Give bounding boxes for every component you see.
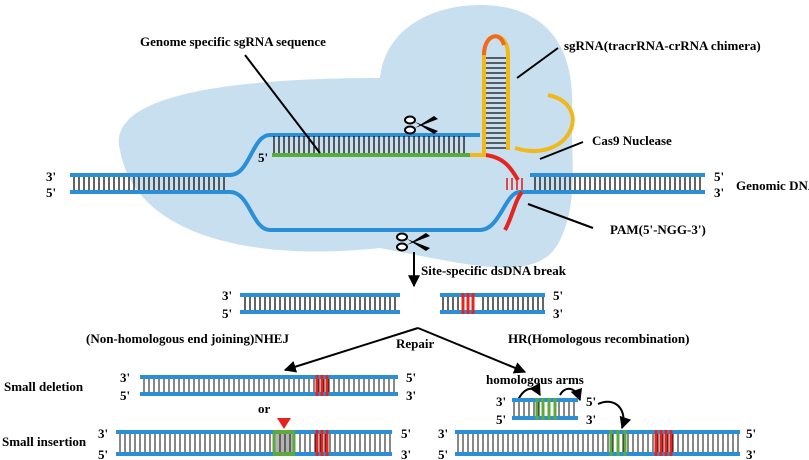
ins-left-end-5: 5'	[98, 447, 108, 460]
ins-left-end-3: 3'	[98, 426, 108, 441]
hr-right-end-3: 3'	[746, 447, 756, 460]
ins-right-end-3: 3'	[401, 447, 411, 460]
top-right-end-5: 5'	[714, 169, 724, 184]
scissors-icon	[404, 115, 438, 135]
sgrna-scaffold	[470, 34, 575, 157]
top-left-end-5: 5'	[46, 185, 56, 200]
top-left-end-3: 3'	[46, 169, 56, 184]
del-left-end-5: 5'	[120, 388, 130, 403]
break-label: Site-specific dsDNA break	[421, 263, 567, 278]
small-deletion-dna	[140, 375, 398, 396]
pam-leader	[527, 203, 594, 229]
sgrna-chimera-leader	[516, 47, 559, 79]
nhej-arrow	[283, 327, 419, 373]
homologous-arms-label: homologous arms	[486, 372, 584, 387]
donor-right-end-3: 3'	[586, 412, 596, 427]
genomic-dna-top	[70, 133, 705, 232]
del-left-end-3: 3'	[120, 370, 130, 385]
pam-strand-upper	[484, 153, 520, 182]
insertion-marker-icon	[277, 418, 291, 429]
small-insertion-dna	[116, 430, 392, 456]
donor-left-end-3: 3'	[496, 394, 506, 409]
genomic-dna-label: Genomic DNA	[736, 178, 809, 193]
mid-left-end-5: 5'	[222, 306, 232, 321]
repair-label: Repair	[396, 336, 435, 351]
cas9-label: Cas9 Nuclease	[592, 133, 672, 148]
or-label: or	[258, 401, 271, 416]
mid-right-end-5: 5'	[553, 288, 563, 303]
sgrna-sequence-leader	[244, 54, 321, 154]
donor-right-end-5: 5'	[586, 394, 596, 409]
del-right-end-5: 5'	[406, 370, 416, 385]
scissors-icon	[396, 232, 430, 252]
donor-insert-arrow	[597, 400, 632, 430]
pam-rungs	[506, 178, 523, 190]
small-deletion-label: Small deletion	[4, 379, 84, 394]
guide-end-5: 5'	[258, 150, 268, 165]
donor-left-end-5: 5'	[496, 412, 506, 427]
hr-result-dna	[455, 430, 740, 456]
hr-label: HR(Homologous recombination)	[508, 331, 689, 346]
small-insertion-label: Small insertion	[2, 434, 87, 449]
mid-left-end-3: 3'	[222, 288, 232, 303]
hr-left-end-3: 3'	[438, 426, 448, 441]
del-right-end-3: 3'	[406, 388, 416, 403]
pam-strand-lower	[503, 190, 524, 232]
cut-dna	[240, 293, 545, 314]
donor-dna	[512, 398, 578, 420]
hr-right-end-5: 5'	[746, 426, 756, 441]
hr-left-end-5: 5'	[438, 447, 448, 460]
arm-arrow-left	[517, 382, 541, 401]
top-right-end-3: 3'	[714, 185, 724, 200]
sgrna-sequence-label: Genome specific sgRNA sequence	[140, 34, 326, 49]
mid-right-end-3: 3'	[553, 306, 563, 321]
hr-arrow	[417, 327, 527, 374]
sgrna-chimera-label: sgRNA(tracrRNA-crRNA chimera)	[564, 38, 761, 53]
nhej-label: (Non-homologous end joining)NHEJ	[86, 331, 289, 346]
cas9-leader	[539, 141, 584, 160]
arm-arrow-right	[559, 387, 583, 402]
pam-label: PAM(5'-NGG-3')	[610, 222, 706, 237]
ins-right-end-5: 5'	[401, 426, 411, 441]
